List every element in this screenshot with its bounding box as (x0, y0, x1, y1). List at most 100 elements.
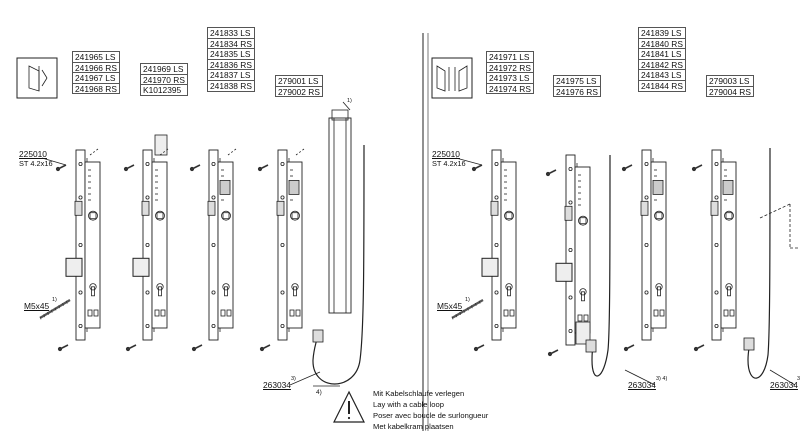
cylinder-hole (579, 288, 587, 296)
spindle-hole (505, 212, 513, 220)
dashed-link (89, 148, 99, 156)
spindle-hole (222, 212, 230, 220)
faceplate-hole (714, 195, 719, 200)
dashed-link (159, 148, 169, 156)
note-line-fr: Poser avec boucle de surlongueur (373, 411, 489, 420)
cable-loop (747, 147, 771, 379)
motor-block (288, 179, 300, 195)
latch-bolt (74, 200, 83, 216)
faceplate-hole (211, 195, 216, 200)
faceplate-hole (78, 242, 83, 247)
lock-case (574, 166, 591, 334)
faceplate-hole (494, 242, 499, 247)
cylinder-hole (156, 283, 164, 291)
latch-bolt (207, 200, 216, 216)
faceplate-hole (714, 290, 719, 295)
faceplate-hole (714, 161, 719, 166)
bolt-thread (471, 305, 473, 309)
door-icon-frame (16, 57, 58, 99)
nub (723, 309, 729, 317)
latch-bolt (710, 200, 719, 216)
cable-footnote: 3) (291, 376, 296, 382)
latch-bolt (564, 205, 573, 221)
bolt-thread (467, 307, 469, 311)
screw-head (123, 166, 129, 172)
screw-head (621, 166, 627, 172)
spindle-hole (725, 212, 733, 220)
door-swing (41, 69, 48, 79)
bolt-footnote-right: 1) (465, 297, 470, 303)
cylinder-slot (91, 286, 95, 297)
door-swing (41, 77, 48, 87)
leader-line (289, 371, 321, 386)
faceplate-hole (145, 195, 150, 200)
screw-head (189, 166, 195, 172)
nub (653, 309, 659, 317)
faceplate (208, 149, 219, 341)
note-line-de: Mit Kabelschlaufe verlegen (373, 389, 465, 398)
nub (220, 309, 226, 317)
faceplate-hole (280, 195, 285, 200)
faceplate-hole (494, 290, 499, 295)
faceplate-hole (280, 323, 285, 328)
deadbolt (555, 262, 573, 282)
spindle-ring (155, 210, 165, 221)
faceplate (142, 149, 153, 341)
lock-case (84, 161, 101, 329)
spindle-ring (290, 210, 300, 221)
faceplate (641, 149, 652, 341)
faceplate-hole (568, 200, 573, 205)
door-leaf (436, 65, 446, 92)
screw-code-label: 225010 (19, 149, 47, 159)
faceplate-hole (78, 323, 83, 328)
motor-block (219, 179, 231, 195)
spindle-hole (655, 212, 663, 220)
screw-head (691, 166, 697, 172)
motor-unit (575, 321, 591, 345)
bolt-shank (451, 299, 484, 319)
lock-case (151, 161, 168, 329)
cylinder-slot (293, 286, 297, 297)
part-table-left-4: 279001 LS 279002 RS (275, 75, 323, 98)
dashed-link (759, 203, 791, 219)
faceplate-hole (145, 290, 150, 295)
faceplate-hole (714, 242, 719, 247)
faceplate-hole (78, 290, 83, 295)
part-code: 241840 RS (638, 37, 686, 50)
door-leaf (458, 65, 468, 92)
screw-head (259, 346, 265, 352)
bolt-thread (66, 300, 68, 304)
faceplate-hole (494, 195, 499, 200)
cylinder-slot (158, 286, 162, 297)
faceplate-hole (644, 242, 649, 247)
screw-head (545, 171, 551, 177)
part-table-right-1: 241971 LS 241972 RS 241973 LS 241974 RS (486, 51, 534, 95)
spindle-ring (88, 210, 98, 221)
note-line-nl: Met kabelkram plaatsen (373, 422, 454, 431)
screw-head (191, 346, 197, 352)
faceplate-hole (494, 161, 499, 166)
door-icon-frame (431, 57, 473, 99)
spindle-ring (654, 210, 664, 221)
faceplate (491, 149, 502, 341)
part-code: 241844 RS (638, 79, 686, 92)
part-table-right-4: 279003 LS 279004 RS (706, 75, 754, 98)
faceplate (565, 154, 576, 346)
part-code: 241838 RS (207, 79, 255, 92)
screw-head (257, 166, 263, 172)
deadbolt (132, 257, 150, 277)
part-code: 241965 LS (72, 51, 120, 63)
top-footnote: 1) (347, 98, 352, 104)
bolt-footnote: 1) (52, 297, 57, 303)
spindle-hole (291, 212, 299, 220)
faceplate (277, 149, 288, 341)
faceplate-hole (714, 323, 719, 328)
connector (312, 329, 324, 343)
warning-dot (347, 416, 351, 420)
spindle-ring (578, 215, 588, 226)
bolt-thread (39, 316, 42, 320)
bolt-thread (451, 316, 454, 320)
part-code: 241971 LS (486, 51, 534, 63)
nub (154, 309, 160, 317)
